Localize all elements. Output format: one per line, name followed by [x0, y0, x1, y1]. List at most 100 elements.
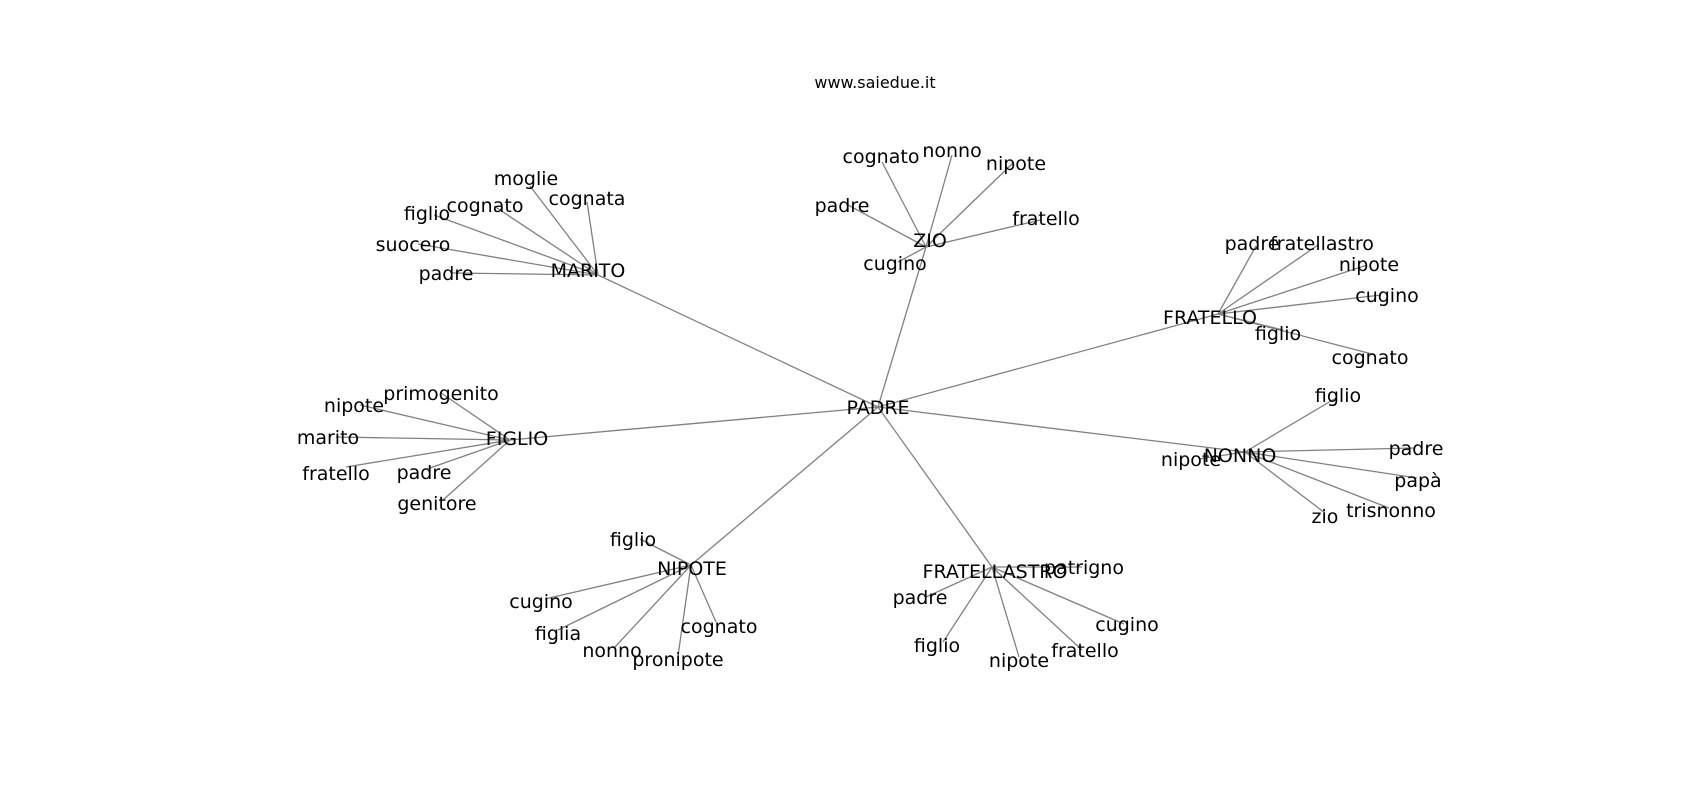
- leaf-marito-moglie: moglie: [494, 168, 558, 190]
- edge-fratello-cognato: [1217, 313, 1373, 355]
- edge-fratello-cugino: [1217, 294, 1382, 315]
- leaf-fratello-cognato: cognato: [1332, 347, 1409, 369]
- edge-root-figlio: [509, 406, 879, 441]
- edge-figlio-primogenito: [440, 392, 511, 441]
- edge-fratellastro-figlio: [942, 566, 993, 643]
- edge-marito-suocero: [417, 243, 599, 276]
- edge-root-fratello: [877, 313, 1219, 408]
- edge-nonno-figlio: [1244, 397, 1337, 453]
- edge-nonno-zio: [1244, 451, 1326, 514]
- edge-root-marito: [597, 274, 879, 408]
- edge-root-zio: [877, 246, 927, 408]
- edge-nipote-pronipote: [677, 564, 692, 657]
- edge-zio-cognato: [881, 161, 927, 248]
- edge-nonno-nipote: [1198, 451, 1246, 460]
- node-nonno: NONNO: [1204, 445, 1277, 467]
- leaf-fratellastro-padre: padre: [893, 587, 948, 609]
- node-nipote: NIPOTE: [657, 558, 727, 580]
- edge-figlio-padre: [426, 439, 511, 470]
- leaf-fratellastro-patrigno: patrigno: [1044, 557, 1124, 579]
- leaf-figlio-padre: padre: [397, 462, 452, 484]
- leaf-marito-padre: padre: [419, 263, 474, 285]
- leaf-zio-nipote: nipote: [986, 153, 1046, 175]
- leaf-fratello-figlio: figlio: [1255, 323, 1301, 345]
- leaf-nipote-figlia: figlia: [535, 623, 581, 645]
- leaf-fratellastro-nipote: nipote: [989, 650, 1049, 672]
- node-marito: MARITO: [551, 260, 626, 282]
- edge-zio-padre: [847, 204, 927, 248]
- node-fratello: FRATELLO: [1163, 307, 1257, 329]
- edge-zio-nonno: [925, 154, 953, 248]
- edge-marito-moglie: [529, 185, 599, 276]
- leaf-fratellastro-cugino: cugino: [1095, 614, 1159, 636]
- edge-figlio-genitore: [442, 439, 511, 501]
- edge-fratellastro-nipote: [991, 566, 1020, 658]
- leaf-marito-cognato: cognato: [447, 195, 524, 217]
- edge-marito-cognata: [586, 201, 599, 276]
- edge-figlio-fratello: [345, 439, 511, 468]
- edge-nonno-trisnonno: [1244, 451, 1390, 509]
- node-fratellastro: FRATELLASTRO: [923, 561, 1068, 583]
- edge-nonno-padre: [1244, 447, 1415, 453]
- edge-figlio-nipote: [359, 404, 511, 441]
- leaf-nipote-cugino: cugino: [509, 591, 573, 613]
- leaf-fratellastro-fratello: fratello: [1051, 640, 1118, 662]
- leaf-figlio-fratello: fratello: [302, 463, 369, 485]
- labels: PADREmogliecognatacognatofigliosuoceropa…: [297, 140, 1444, 672]
- edge-fratellastro-fratello: [991, 566, 1083, 651]
- edge-nipote-cugino: [544, 564, 692, 600]
- leaf-zio-padre: padre: [815, 195, 870, 217]
- edge-root-fratellastro: [877, 406, 993, 568]
- leaf-marito-figlio: figlio: [404, 203, 450, 225]
- leaf-figlio-marito: marito: [297, 427, 359, 449]
- edge-nipote-figlia: [557, 564, 692, 631]
- leaf-nonno-padre: padre: [1389, 438, 1444, 460]
- leaf-fratello-padre: padre: [1225, 233, 1280, 255]
- edge-root-nonno: [877, 406, 1246, 453]
- leaf-nonno-zio: zio: [1312, 506, 1339, 528]
- node-padre: PADRE: [846, 397, 909, 419]
- leaf-figlio-nipote: nipote: [324, 395, 384, 417]
- edges: [335, 154, 1418, 658]
- edge-nonno-papa: [1244, 451, 1418, 479]
- leaf-zio-cugino: cugino: [863, 253, 927, 275]
- leaf-figlio-genitore: genitore: [397, 493, 476, 515]
- leaf-fratello-cugino: cugino: [1355, 285, 1419, 307]
- leaf-nipote-cognato: cognato: [681, 616, 758, 638]
- edge-fratellastro-padre: [925, 566, 993, 598]
- edge-zio-cugino: [897, 246, 927, 263]
- edge-nipote-nonno: [614, 564, 692, 648]
- leaf-fratellastro-figlio: figlio: [914, 635, 960, 657]
- edge-fratello-nipote: [1217, 264, 1368, 315]
- edge-root-nipote: [690, 406, 879, 566]
- edge-figlio-marito: [335, 436, 511, 441]
- leaf-zio-cognato: cognato: [843, 146, 920, 168]
- leaf-nipote-pronipote: pronipote: [632, 649, 723, 671]
- edge-marito-padre: [451, 272, 599, 276]
- leaf-fratello-nipote: nipote: [1339, 254, 1399, 276]
- edge-nipote-cognato: [690, 564, 717, 623]
- edge-marito-figlio: [433, 214, 599, 276]
- leaf-nonno-trisnonno: trisnonno: [1346, 500, 1436, 522]
- node-figlio: FIGLIO: [486, 428, 548, 450]
- edge-fratellastro-cugino: [991, 566, 1125, 625]
- leaf-zio-fratello: fratello: [1012, 208, 1079, 230]
- leaf-marito-cognata: cognata: [549, 188, 626, 210]
- leaf-nonno-figlio: figlio: [1315, 385, 1361, 407]
- edge-marito-cognato: [493, 205, 599, 276]
- edge-nipote-figlio: [639, 538, 692, 566]
- leaf-nonno-nipote: nipote: [1161, 449, 1221, 471]
- edge-zio-nipote: [925, 162, 1014, 248]
- node-zio: ZIO: [913, 230, 947, 252]
- edge-fratello-padre: [1217, 245, 1257, 315]
- leaf-nipote-nonno: nonno: [582, 640, 641, 662]
- leaf-zio-nonno: nonno: [922, 140, 981, 162]
- leaf-figlio-primogenito: primogenito: [383, 383, 498, 405]
- leaf-fratello-fratellastro: fratellastro: [1270, 233, 1374, 255]
- leaf-nipote-figlio: figlio: [610, 529, 656, 551]
- site-watermark: www.saiedue.it: [814, 73, 935, 92]
- edge-zio-fratello: [925, 219, 1041, 248]
- leaf-nonno-papa: papà: [1394, 470, 1441, 492]
- leaf-marito-suocero: suocero: [376, 234, 451, 256]
